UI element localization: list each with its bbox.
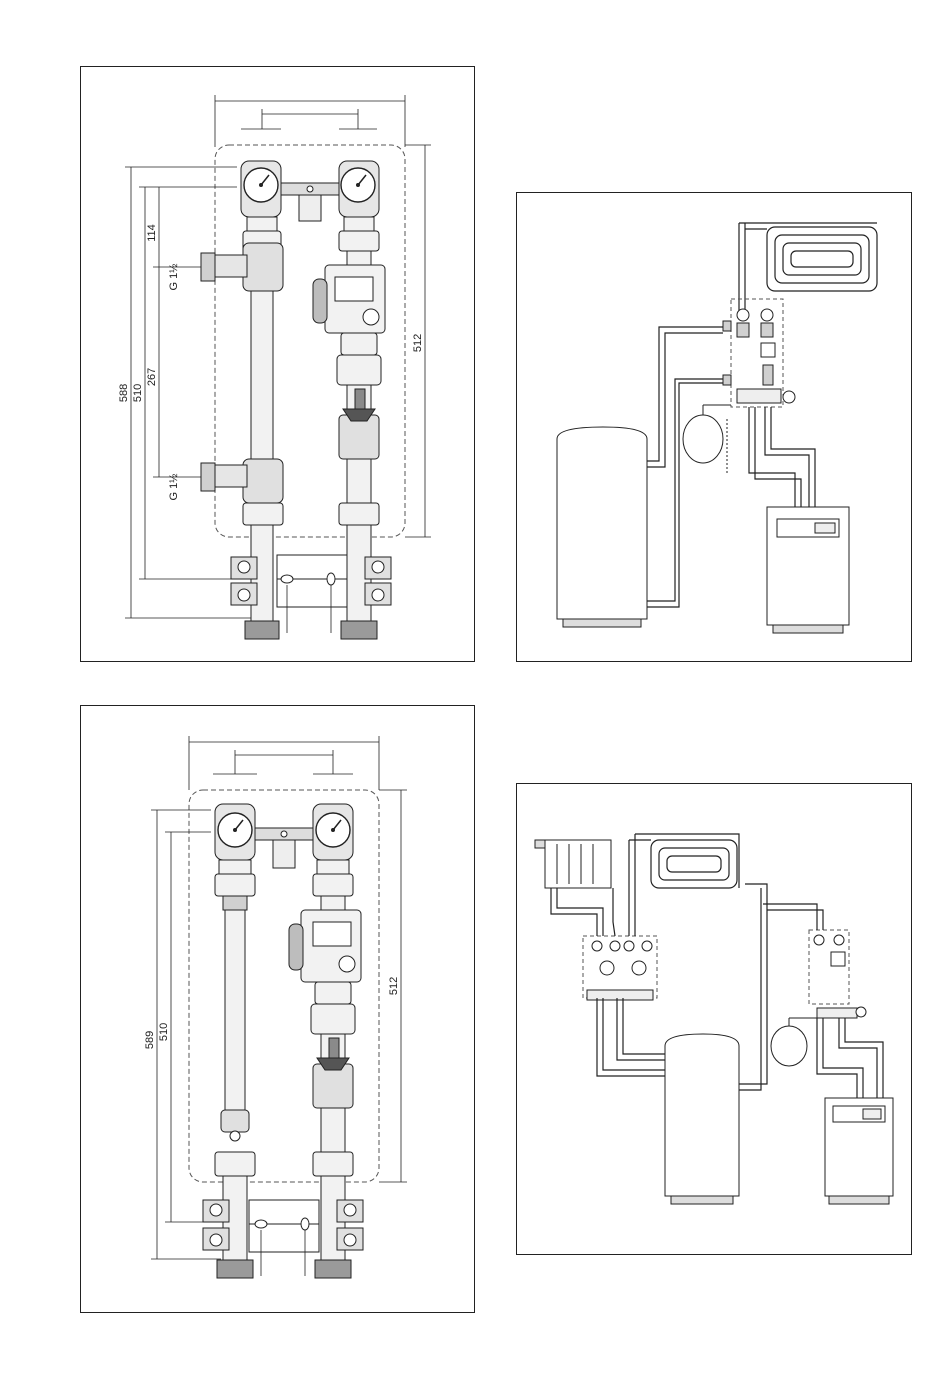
radiator (535, 840, 611, 888)
thermometer-left (215, 804, 255, 860)
bypass-bridge (255, 828, 313, 868)
panel-system-schematic-2 (516, 783, 912, 1255)
dim-label-512: 512 (388, 977, 400, 995)
floor-heating-coil (739, 223, 877, 311)
bypass-bridge (281, 183, 339, 221)
thread-label-bottom: G 1½ (168, 474, 180, 501)
boiler (825, 1098, 893, 1204)
right-pipe-column (313, 860, 353, 910)
storage-tank (557, 427, 647, 627)
circulation-pump (289, 910, 361, 982)
thread-label-top: G 1½ (168, 264, 180, 291)
system-schematic-2 (517, 784, 913, 1256)
thermometer-left (241, 161, 281, 217)
dim-label-512: 512 (412, 334, 424, 352)
storage-tank (665, 1034, 739, 1204)
dim-label-114: 114 (146, 224, 158, 242)
dim-label-510: 510 (158, 1023, 170, 1041)
floor-heating-coil (651, 840, 737, 888)
single-group-components (814, 935, 866, 1018)
dim-label-510: 510 (132, 384, 144, 402)
mixing-group-components (723, 309, 795, 403)
panel-dimension-drawing-1: 588 510 267 114 512 G 1½ G 1½ (80, 66, 475, 662)
right-pipe-column (339, 217, 379, 265)
top-width-dimensions (215, 95, 405, 147)
dim-label-588: 588 (118, 384, 130, 402)
top-width-dimensions (189, 736, 379, 790)
expansion-vessel (683, 405, 731, 473)
panel-dimension-drawing-2: 589 510 512 (80, 705, 475, 1313)
circulation-pump (313, 265, 385, 333)
thermometer-right (339, 161, 379, 217)
panel-system-schematic-1 (516, 192, 912, 662)
dim-label-267: 267 (146, 368, 158, 386)
system-schematic-1 (517, 193, 913, 663)
pump-group-drawing-2: 589 510 512 (81, 706, 476, 1314)
dim-label-589: 589 (144, 1031, 156, 1049)
pump-group-drawing-1: 588 510 267 114 512 G 1½ G 1½ (81, 67, 476, 663)
boiler (767, 507, 849, 633)
double-group-components (587, 941, 653, 1000)
thermometer-right (313, 804, 353, 860)
expansion-vessel (771, 1018, 817, 1066)
